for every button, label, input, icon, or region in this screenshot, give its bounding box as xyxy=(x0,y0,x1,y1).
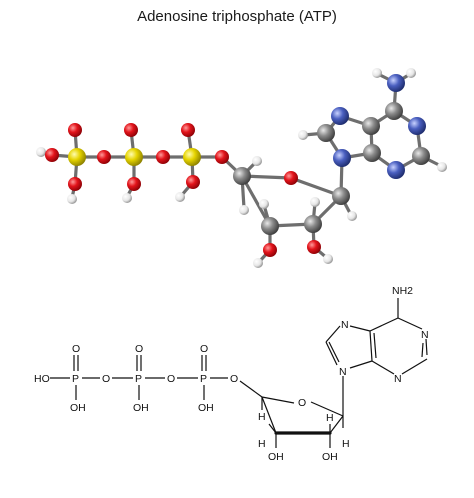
oxygen-atom xyxy=(124,123,138,137)
phosphorus-label: P xyxy=(200,373,207,385)
oxygen-atom xyxy=(181,123,195,137)
oxygen-atom xyxy=(284,171,298,185)
phosphorus-atom xyxy=(125,148,143,166)
formula-bonds xyxy=(50,298,428,448)
hydrogen-atom xyxy=(36,147,46,157)
nitrogen-atom xyxy=(331,107,349,125)
carbon-atom xyxy=(261,217,279,235)
hydroxyl-label: HO xyxy=(34,373,50,385)
formula-labels: HO P O P O P O O O O OH OH OH O H H H H … xyxy=(34,285,429,463)
nitrogen-label: N xyxy=(339,366,347,378)
diagram-title: Adenosine triphosphate (ATP) xyxy=(137,8,337,25)
carbon-atom xyxy=(412,147,430,165)
hydrogen-atom xyxy=(253,258,263,268)
carbon-atom xyxy=(385,102,403,120)
hydrogen-atom xyxy=(259,199,269,209)
oxygen-atom xyxy=(68,177,82,191)
oxygen-atom xyxy=(68,123,82,137)
nitrogen-atom xyxy=(387,74,405,92)
phosphorus-label: P xyxy=(135,373,142,385)
structural-formula: HO P O P O P O O O O OH OH OH O H H H H … xyxy=(34,285,429,463)
oxygen-atom xyxy=(156,150,170,164)
hydrogen-atom xyxy=(298,130,308,140)
phosphate-hydroxyl-label: OH xyxy=(70,402,86,414)
hydrogen-atom xyxy=(323,254,333,264)
oxygen-atom xyxy=(215,150,229,164)
hydrogen-atom xyxy=(239,205,249,215)
ribose-hydroxyl-label: OH xyxy=(322,451,338,463)
bridge-oxygen-label: O xyxy=(230,373,238,385)
ring-oxygen-label: O xyxy=(298,397,306,409)
hydrogen-atom xyxy=(67,194,77,204)
nitrogen-label: N xyxy=(421,329,429,341)
carbon-atom xyxy=(233,167,251,185)
phosphorus-atom xyxy=(183,148,201,166)
oxygen-atom xyxy=(97,150,111,164)
hydrogen-atom xyxy=(310,197,320,207)
bridge-oxygen-label: O xyxy=(102,373,110,385)
phosphoryl-oxygen-label: O xyxy=(135,343,143,355)
bridge-oxygen-label: O xyxy=(167,373,175,385)
nitrogen-label: N xyxy=(394,373,402,385)
nitrogen-atom xyxy=(387,161,405,179)
hydrogen-atom xyxy=(406,68,416,78)
carbon-atom xyxy=(332,187,350,205)
oxygen-atom xyxy=(127,177,141,191)
amino-group-label: NH2 xyxy=(392,285,413,297)
hydrogen-atom xyxy=(347,211,357,221)
ribose-hydroxyl-label: OH xyxy=(268,451,284,463)
phosphorus-atom xyxy=(68,148,86,166)
hydrogen-atom xyxy=(122,193,132,203)
oxygen-atom xyxy=(186,175,200,189)
hydrogen-label: H xyxy=(258,411,266,423)
oxygen-atom xyxy=(263,243,277,257)
nitrogen-atom xyxy=(408,117,426,135)
hydrogen-atom xyxy=(252,156,262,166)
oxygen-atom xyxy=(307,240,321,254)
hydrogen-atom xyxy=(175,192,185,202)
carbon-atom xyxy=(304,215,322,233)
hydrogen-label: H xyxy=(342,438,350,450)
hydrogen-atom xyxy=(437,162,447,172)
nitrogen-label: N xyxy=(341,319,349,331)
phosphoryl-oxygen-label: O xyxy=(72,343,80,355)
hydrogen-label: H xyxy=(258,438,266,450)
phosphoryl-oxygen-label: O xyxy=(200,343,208,355)
phosphate-hydroxyl-label: OH xyxy=(198,402,214,414)
phosphorus-label: P xyxy=(72,373,79,385)
nitrogen-atom xyxy=(333,149,351,167)
hydrogen-label: H xyxy=(326,412,334,424)
phosphate-hydroxyl-label: OH xyxy=(133,402,149,414)
carbon-atom xyxy=(362,117,380,135)
hydrogen-atom xyxy=(372,68,382,78)
ball-and-stick-model xyxy=(36,68,447,268)
model-atoms xyxy=(36,68,447,268)
carbon-atom xyxy=(363,144,381,162)
oxygen-atom xyxy=(45,148,59,162)
carbon-atom xyxy=(317,124,335,142)
